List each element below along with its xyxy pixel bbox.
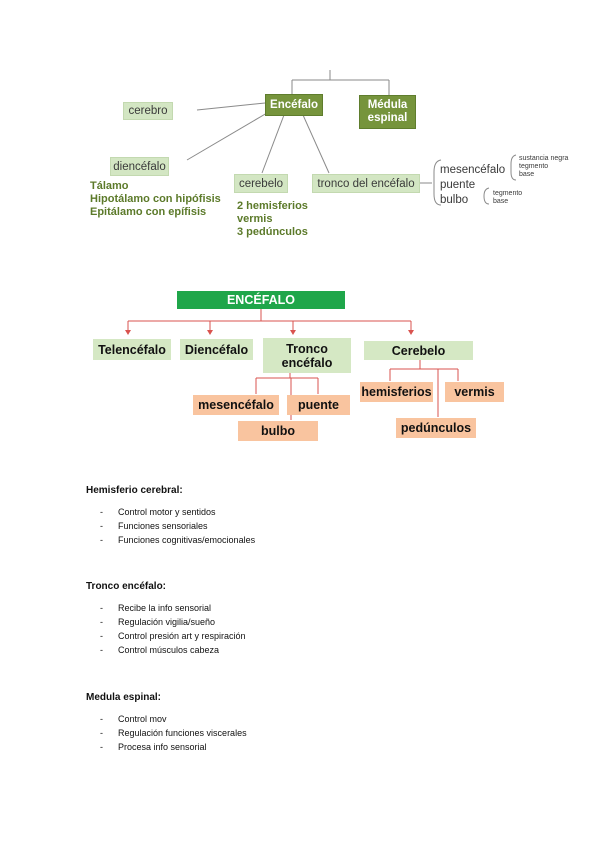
bullet-list: -Control mov -Regulación funciones visce… [86,712,247,754]
node-medula-espinal: Médula espinal [359,95,416,129]
diagram1-connectors [186,70,517,206]
puente-part: base [493,198,509,205]
mesencefalo-part: tegmento [519,163,549,170]
tronco-part: puente [440,179,476,191]
bullet-list: -Control motor y sentidos -Funciones sen… [86,505,255,547]
cerebelo-part: 2 hemisferios [237,200,308,212]
diagram2-connectors [125,309,459,420]
diencefalo-part: Epitálamo con epífisis [90,206,207,218]
tronco-part: mesencéfalo [440,164,506,176]
node-diencefalo-2: Diencéfalo [180,339,253,360]
list-item: -Control músculos cabeza [100,645,220,655]
list-item: -Regulación funciones viscerales [100,728,247,738]
list-item: -Funciones cognitivas/emocionales [100,535,256,545]
node-hemisferios: hemisferios [360,382,433,402]
node-cerebelo-2: Cerebelo [364,341,473,360]
list-item: -Recibe la info sensorial [100,603,212,613]
cerebelo-part: 3 pedúnculos [237,226,308,238]
list-item: -Control presión art y respiración [100,631,246,641]
node-telencefalo: Telencéfalo [93,339,171,360]
node-bulbo: bulbo [238,421,318,441]
node-pedunculos: pedúnculos [396,418,476,438]
node-encefalo-header: ENCÉFALO [177,291,345,309]
cerebelo-part: vermis [237,213,273,225]
node-encefalo: Encéfalo [265,94,323,116]
node-mesencefalo: mesencéfalo [193,395,279,415]
tronco-part: bulbo [440,194,469,206]
mesencefalo-part: base [519,171,535,178]
list-item: -Regulación vigilia/sueño [100,617,216,627]
bullet-list: -Recibe la info sensorial -Regulación vi… [86,601,246,657]
section-title: Hemisferio cerebral: [86,485,183,496]
list-item: -Procesa info sensorial [100,742,207,752]
list-item: -Funciones sensoriales [100,521,208,531]
puente-part: tegmento [493,190,523,197]
node-tronco-encefalo: tronco del encéfalo [312,174,420,193]
node-cerebelo: cerebelo [234,174,288,193]
node-diencefalo: diencéfalo [110,157,169,176]
node-tronco-encefalo-2: Tronco encéfalo [263,338,351,373]
diencefalo-part: Tálamo [90,180,129,192]
node-puente: puente [287,395,350,415]
mesencefalo-part: sustancia negra [519,155,569,162]
list-item: -Control motor y sentidos [100,507,216,517]
node-vermis: vermis [445,382,504,402]
diencefalo-part: Hipotálamo con hipófisis [90,193,221,205]
section-title: Tronco encéfalo: [86,581,167,592]
node-cerebro: cerebro [123,102,173,120]
section-title: Medula espinal: [86,692,162,703]
list-item: -Control mov [100,714,167,724]
